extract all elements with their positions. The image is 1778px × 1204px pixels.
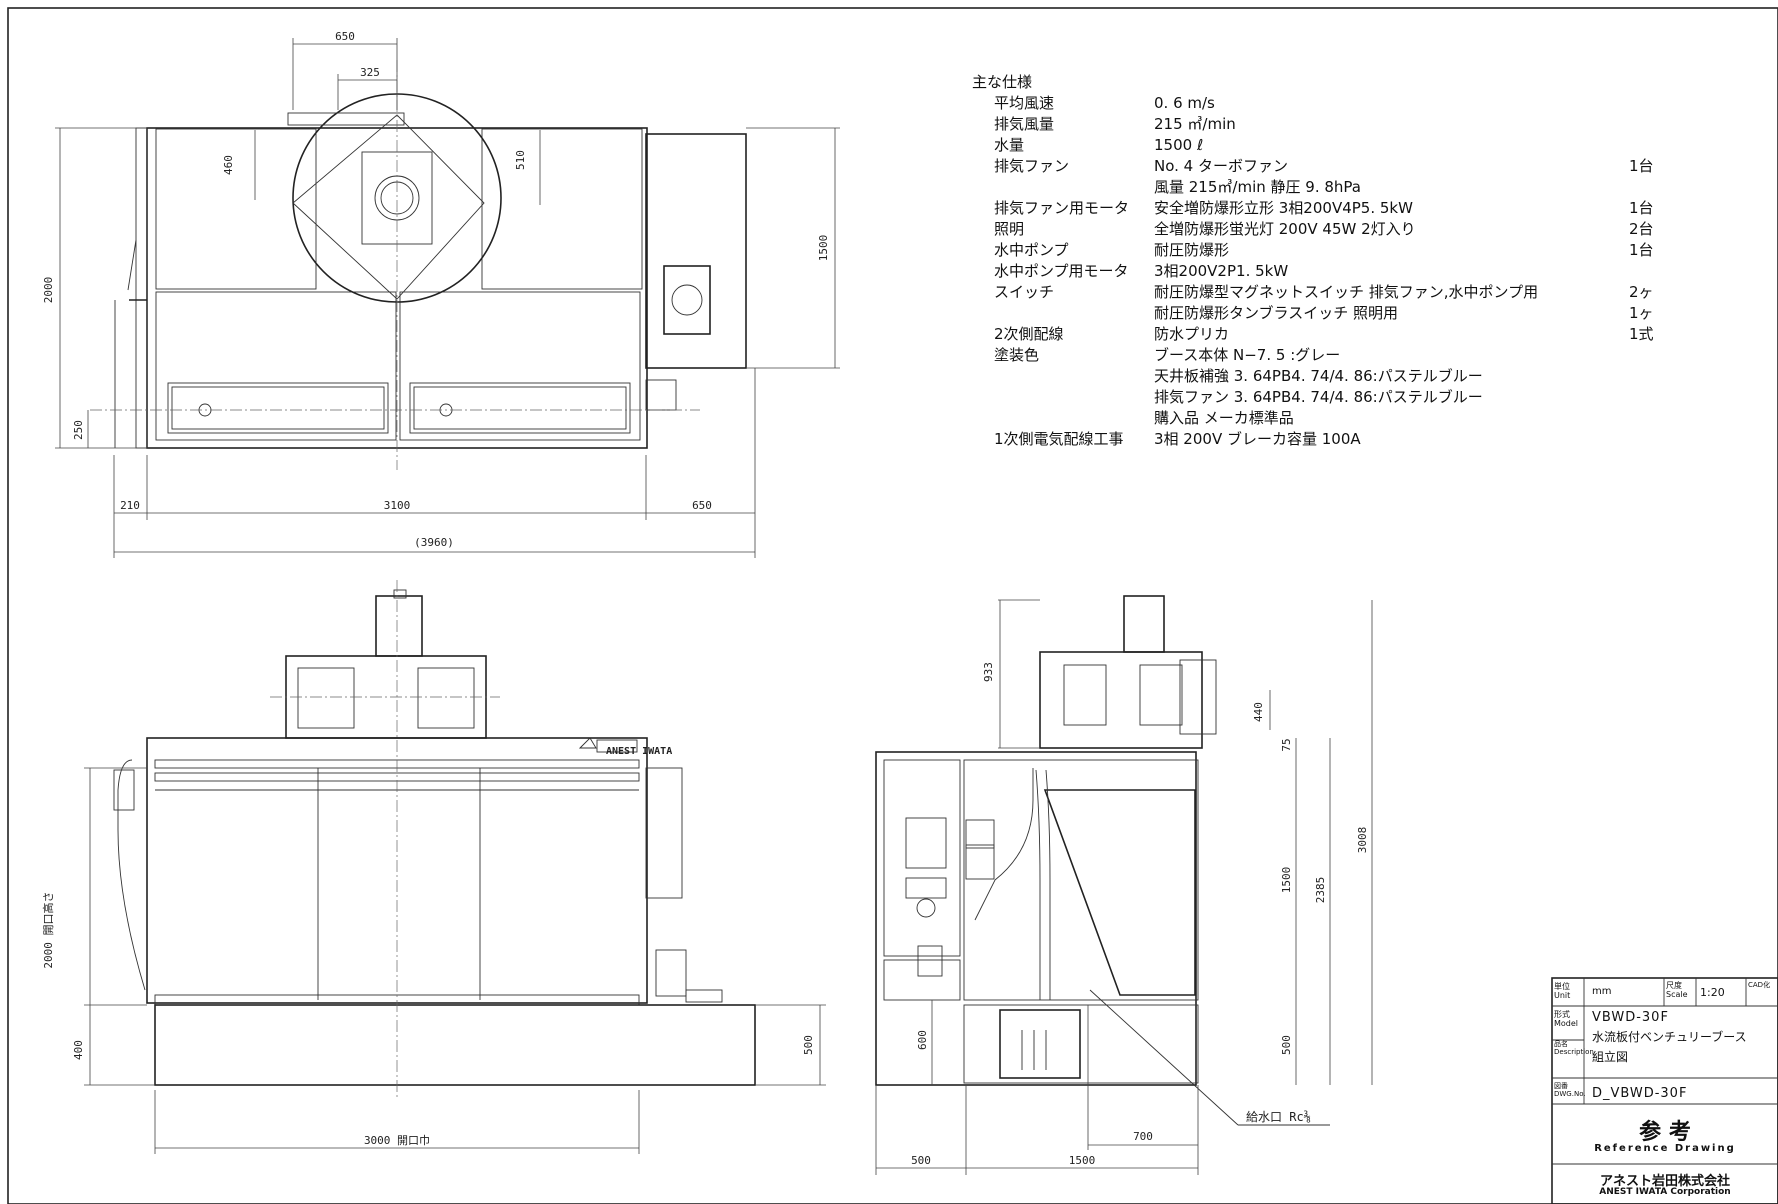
cad-label: CAD化	[1748, 981, 1771, 989]
spec-value: 1500 ℓ	[1154, 136, 1204, 154]
spec-value: 0. 6 m/s	[1154, 94, 1215, 112]
plan-view	[55, 38, 840, 558]
title-block-frame	[1551, 977, 1778, 1204]
spec-label: 水中ポンプ	[994, 241, 1069, 259]
dim-3960: (3960)	[414, 536, 454, 549]
dim-3100: 3100	[384, 499, 411, 512]
spec-value: 215 ㎥/min	[1154, 115, 1236, 133]
front-view	[84, 580, 826, 1154]
dim-2000: 2000	[42, 277, 55, 304]
dim-700: 700	[1133, 1130, 1153, 1143]
spec-label: 塗装色	[994, 346, 1040, 364]
dim-933: 933	[982, 662, 995, 682]
dim-3008: 3008	[1356, 827, 1369, 854]
dim-1500b: 1500	[1069, 1154, 1096, 1167]
dim-400: 400	[72, 1040, 85, 1060]
dwg-label: 図番 DWG.No.	[1554, 1082, 1586, 1098]
spec-qty: 1台	[1629, 241, 1654, 259]
unit-value: mm	[1592, 986, 1612, 997]
spec-label: 照明	[994, 220, 1025, 238]
scale-label: 尺度 Scale	[1666, 981, 1688, 999]
model-value: VBWD-30F	[1592, 1010, 1669, 1025]
spec-value: 防水プリカ	[1154, 325, 1230, 343]
dim-side-1500: 1500	[1280, 867, 1293, 894]
dim-510: 510	[514, 150, 527, 170]
spec-qty: 1台	[1629, 199, 1654, 217]
spec-value: No. 4 ターボファン	[1154, 157, 1288, 175]
dim-440: 440	[1252, 702, 1265, 722]
company-name-en: ANEST IWATA Corporation	[1599, 1187, 1731, 1197]
dim-650: 650	[335, 30, 355, 43]
spec-qty: 1式	[1629, 325, 1654, 343]
spec-label: 水量	[994, 136, 1025, 154]
dim-1500: 1500	[817, 235, 830, 262]
spec-value: 天井板補強 3. 64PB4. 74/4. 86:パステルブルー	[1154, 367, 1483, 385]
desc-line1: 水流板付ベンチュリーブース	[1592, 1030, 1747, 1044]
dim-side-500: 500	[1280, 1035, 1293, 1055]
spec-qty: 1台	[1629, 157, 1654, 175]
dim-opening-height: 2000 開口高さ	[41, 891, 55, 968]
spec-qty: 2台	[1629, 220, 1654, 238]
spec-value: 耐圧防爆形タンブラスイッチ 照明用	[1154, 304, 1399, 322]
spec-heading: 主な仕様	[972, 73, 1033, 91]
spec-list: 主な仕様 平均風速 0. 6 m/s 排気風量 215 ㎥/min 水量 1500 ℓ…	[972, 72, 1732, 472]
dim-325: 325	[360, 66, 380, 79]
dim-500b: 500	[911, 1154, 931, 1167]
dim-460: 460	[222, 155, 235, 175]
dim-600: 600	[916, 1030, 929, 1050]
spec-value: 3相200V2P1. 5kW	[1154, 262, 1289, 280]
spec-value: 排気ファン 3. 64PB4. 74/4. 86:パステルブルー	[1154, 388, 1483, 406]
spec-value: 安全増防爆形立形 3相200V4P5. 5kW	[1154, 199, 1413, 217]
spec-label: スイッチ	[994, 283, 1055, 301]
reference-subtitle: Reference Drawing	[1594, 1143, 1736, 1154]
spec-label: 水中ポンプ用モータ	[994, 262, 1129, 280]
unit-label: 単位 Unit	[1554, 982, 1571, 1000]
side-view	[875, 595, 1373, 1175]
spec-value: 全増防爆形蛍光灯 200V 45W 2灯入り	[1154, 220, 1416, 238]
spec-qty: 1ヶ	[1629, 304, 1654, 322]
desc-label: 品名 Description	[1554, 1040, 1594, 1056]
spec-value: 耐圧防爆形	[1154, 241, 1230, 259]
spec-value: 購入品 メーカ標準品	[1154, 409, 1294, 427]
spec-value: 3相 200V ブレーカ容量 100A	[1154, 430, 1361, 448]
dim-500: 500	[802, 1035, 815, 1055]
spec-value: ブース本体 N−7. 5 :グレー	[1154, 346, 1341, 364]
front-logo: ANEST IWATA	[606, 746, 672, 757]
sheet-border	[7, 7, 1778, 1204]
scale-value: 1:20	[1700, 986, 1725, 999]
spec-label: 2次側配線	[994, 325, 1064, 343]
spec-label: 排気ファン用モータ	[994, 199, 1130, 217]
spec-label: 排気ファン	[994, 157, 1070, 175]
title-block: 単位 Unit mm 尺度 Scale 1:20 CAD化 形式 Model V…	[1552, 978, 1778, 1204]
dim-75: 75	[1280, 738, 1293, 751]
water-inlet-label: 給水口 Rc⅜	[1246, 1110, 1311, 1124]
company-name-jp: アネスト岩田株式会社	[1599, 1174, 1730, 1189]
spec-value: 耐圧防爆型マグネットスイッチ 排気ファン,水中ポンプ用	[1154, 283, 1539, 301]
dwg-value: D_VBWD-30F	[1592, 1086, 1688, 1101]
dim-2385: 2385	[1314, 877, 1327, 904]
model-label: 形式 Model	[1554, 1010, 1579, 1028]
dim-opening-width: 3000 開口巾	[364, 1133, 430, 1147]
spec-qty: 2ヶ	[1629, 283, 1654, 301]
spec-label: 排気風量	[994, 115, 1055, 133]
dim-250: 250	[72, 420, 85, 440]
dim-650b: 650	[692, 499, 712, 512]
desc-line2: 組立図	[1592, 1050, 1629, 1064]
reference-title: 参 考	[1639, 1119, 1691, 1145]
spec-label: 1次側電気配線工事	[994, 430, 1124, 448]
spec-label: 平均風速	[994, 94, 1055, 112]
spec-value: 風量 215㎥/min 静圧 9. 8hPa	[1154, 178, 1361, 196]
dim-210: 210	[120, 499, 140, 512]
